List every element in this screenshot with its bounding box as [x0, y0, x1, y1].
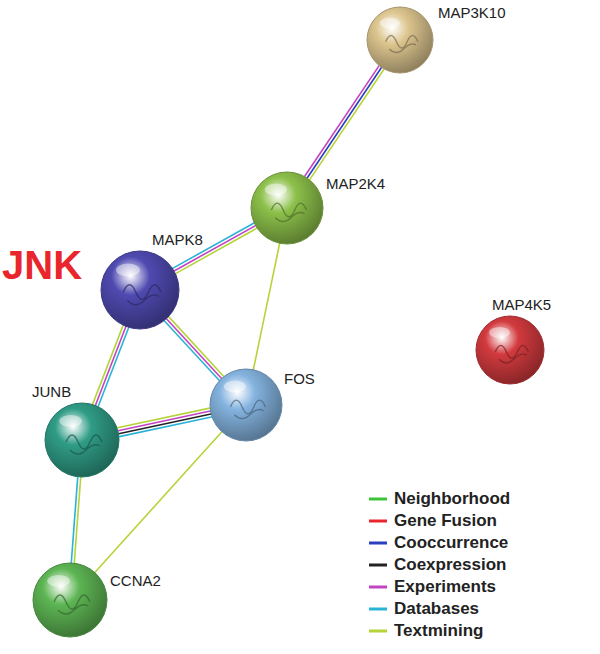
- legend-text: Neighborhood: [394, 489, 510, 509]
- evidence-line: [95, 325, 126, 406]
- structure-sketch: [495, 345, 528, 363]
- legend-swatch: [368, 561, 388, 569]
- protein-node: MAP4K5: [475, 315, 545, 385]
- evidence-line: [168, 316, 225, 377]
- legend-row: Gene Fusion: [368, 510, 510, 532]
- evidence-line: [71, 476, 78, 564]
- interaction-edge: [116, 408, 212, 437]
- legend: NeighborhoodGene FusionCooccurrenceCoexp…: [368, 488, 510, 642]
- legend-text: Coexpression: [394, 555, 506, 575]
- legend-swatch: [368, 539, 388, 547]
- legend-text: Gene Fusion: [394, 511, 497, 531]
- legend-row: Experiments: [368, 576, 510, 598]
- evidence-line: [92, 324, 123, 405]
- structure-sketch: [54, 595, 90, 614]
- protein-name: FOS: [282, 370, 317, 387]
- structure-sketch: [386, 36, 418, 53]
- structure-sketch: [230, 400, 265, 419]
- evidence-line: [253, 242, 280, 370]
- interaction-edge: [92, 324, 129, 407]
- node-circle: [33, 563, 107, 637]
- legend-text: Textmining: [394, 621, 483, 641]
- group-label: JNK: [2, 243, 82, 288]
- sphere-highlight: [380, 18, 400, 29]
- node-circle: [367, 7, 433, 73]
- protein-name: CCNA2: [108, 572, 163, 589]
- protein-sphere: [44, 402, 120, 478]
- protein-node: FOS: [209, 368, 283, 442]
- sphere-highlight: [489, 327, 510, 338]
- legend-swatch: [368, 583, 388, 591]
- protein-node: CCNA2: [32, 562, 108, 638]
- legend-row: Neighborhood: [368, 488, 510, 510]
- interaction-edge: [164, 316, 225, 381]
- evidence-line: [117, 411, 212, 431]
- evidence-line: [116, 408, 211, 428]
- evidence-line: [307, 67, 383, 179]
- node-circle: [251, 172, 323, 244]
- protein-sphere: [32, 562, 108, 638]
- protein-sphere: [209, 368, 283, 442]
- legend-swatch: [368, 627, 388, 635]
- protein-sphere: [250, 171, 324, 245]
- protein-node: JUNB: [44, 402, 120, 478]
- evidence-line: [118, 417, 213, 437]
- sphere-highlight: [59, 415, 82, 427]
- structure-sketch: [271, 203, 306, 222]
- legend-swatch: [368, 495, 388, 503]
- interaction-edge: [71, 476, 81, 564]
- legend-row: Databases: [368, 598, 510, 620]
- evidence-line: [118, 414, 213, 434]
- protein-name: MAP4K5: [490, 296, 553, 313]
- node-circle: [210, 369, 282, 441]
- legend-row: Coexpression: [368, 554, 510, 576]
- legend-text: Cooccurrence: [394, 533, 508, 553]
- evidence-line: [304, 65, 380, 177]
- structure-sketch: [123, 285, 161, 305]
- protein-sphere: [475, 315, 545, 385]
- legend-text: Databases: [394, 599, 479, 619]
- node-circle: [476, 316, 544, 384]
- sphere-highlight: [116, 264, 140, 277]
- legend-swatch: [368, 605, 388, 613]
- protein-sphere: [366, 6, 434, 74]
- evidence-line: [98, 327, 129, 408]
- interaction-edge: [304, 65, 385, 181]
- protein-name: MAPK8: [150, 231, 205, 248]
- evidence-line: [166, 318, 223, 379]
- legend-text: Experiments: [394, 577, 496, 597]
- protein-name: MAP3K10: [436, 4, 508, 21]
- interaction-edge: [253, 242, 280, 370]
- legend-row: Textmining: [368, 620, 510, 642]
- sphere-highlight: [265, 184, 287, 196]
- sphere-highlight: [224, 381, 246, 393]
- evidence-line: [164, 320, 221, 381]
- sphere-highlight: [47, 575, 70, 587]
- node-circle: [45, 403, 119, 477]
- protein-sphere: [100, 250, 180, 330]
- evidence-line: [309, 68, 385, 180]
- structure-sketch: [66, 435, 102, 454]
- protein-node: MAP2K4: [250, 171, 324, 245]
- protein-node: MAPK8: [100, 250, 180, 330]
- protein-name: JUNB: [30, 383, 73, 400]
- legend-row: Cooccurrence: [368, 532, 510, 554]
- node-circle: [101, 251, 179, 329]
- protein-node: MAP3K10: [366, 6, 434, 74]
- legend-swatch: [368, 517, 388, 525]
- protein-name: MAP2K4: [324, 175, 387, 192]
